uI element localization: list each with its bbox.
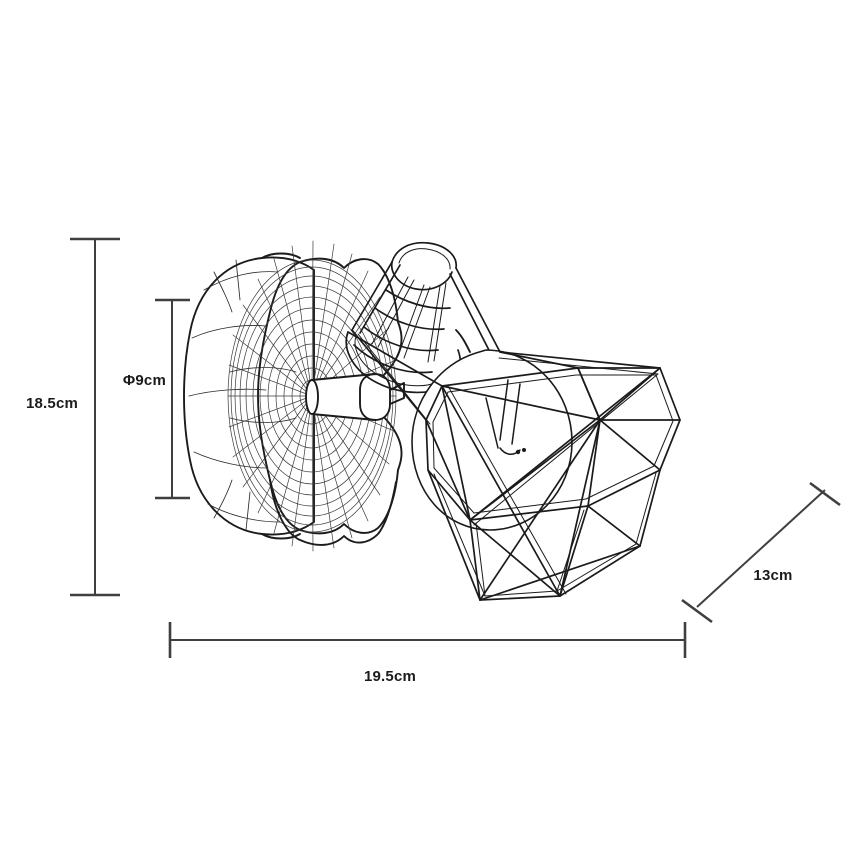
globe-bulb bbox=[411, 329, 573, 531]
cage-neck bbox=[345, 241, 501, 394]
dimension-label-shade-width: 13cm bbox=[753, 567, 792, 584]
dimension-label-height: 18.5cm bbox=[26, 395, 78, 412]
dimension-height: 18.5cm bbox=[26, 237, 120, 597]
dimension-label-projection: 19.5cm bbox=[364, 668, 416, 685]
wall-plate bbox=[183, 252, 315, 540]
rosette-disc bbox=[227, 240, 403, 552]
dimension-plate-diameter: Φ9cm bbox=[123, 298, 190, 500]
cage-basket bbox=[347, 329, 681, 601]
dimension-projection: 19.5cm bbox=[168, 622, 687, 685]
dimension-shade-width: 13cm bbox=[681, 481, 841, 624]
dimension-label-plate-diameter: Φ9cm bbox=[123, 372, 166, 389]
connector-arm bbox=[305, 373, 405, 421]
